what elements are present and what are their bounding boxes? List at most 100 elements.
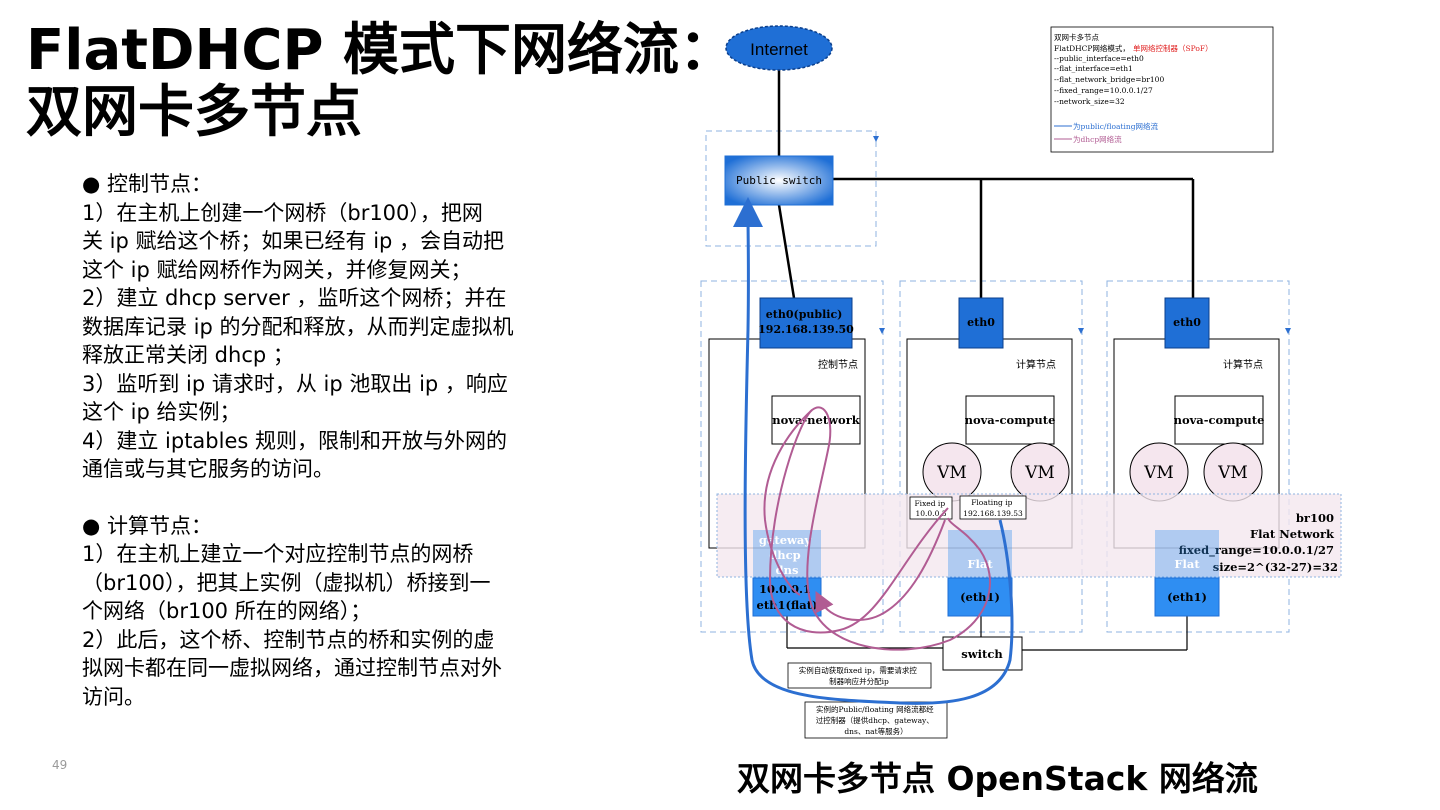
compute1-eth0 — [958, 297, 1004, 349]
body-line: 这个 ip 赋给网桥作为网关，并修复网关； — [82, 257, 472, 282]
config-line: 双网卡多节点 — [1054, 32, 1099, 42]
public-switch-area — [705, 130, 877, 247]
floating-ip-box — [959, 495, 1027, 520]
svg-text:实例自动获取fixed ip，需要请求控 制器响应并: 实例自动获取fixed ip，需要请求控 制器响应并分配ip — [799, 665, 919, 686]
compute-node-1-area — [899, 280, 1083, 633]
compute1-flat-label: Flat — [967, 557, 993, 571]
body-line: 4）建立 iptables 规则，限制和开放与外网的 — [82, 428, 508, 453]
floating-ip-value: 192.168.139.53 — [963, 509, 1023, 518]
br100-label: br100 — [1296, 511, 1334, 525]
nova-compute-2-box — [1174, 395, 1264, 445]
compute2-flat-label: Flat — [1174, 557, 1200, 571]
compute1-node-label: 计算节点 — [1016, 358, 1056, 371]
compute2-node-label: 计算节点 — [1223, 358, 1263, 371]
legend-blue-label: 为public/floating网络流 — [1073, 121, 1158, 131]
br100-bridge-band — [716, 493, 1342, 578]
body-line: 2）建立 dhcp server ，监听这个网桥；并在 — [82, 286, 507, 310]
svg-text:Floating ip 192.168.139.53: Floating ip 192.168.139.53 — [963, 498, 1023, 518]
internet-label: Internet — [750, 40, 808, 59]
svg-text:实例的Public/floating 网络流都经 过: 实例的Public/floating 网络流都经 过控制器（提供dhcp、gat… — [816, 704, 936, 736]
public-switch — [724, 155, 834, 206]
control-eth0 — [759, 297, 853, 349]
body-line: 这个 ip 给实例； — [82, 400, 241, 424]
compute1-eth0-label: eth0 — [967, 316, 995, 329]
fixed-ip-box — [909, 496, 953, 520]
dhcp-flow-curves — [763, 406, 991, 651]
body-line: 数据库记录 ip 的分配和释放，从而判定虚拟机 — [82, 314, 514, 339]
nova-compute-1-box — [965, 395, 1055, 445]
config-line: FlatDHCP网络模式， — [1054, 43, 1130, 53]
network-links — [777, 70, 1195, 299]
svg-text:eth0(public) 192.168.139.5: eth0(public) 192.168.139.50 — [758, 308, 854, 336]
dhcp-label: dhcp — [769, 548, 800, 562]
control-node-label: 控制节点 — [818, 358, 858, 371]
vm-label: VM — [1143, 463, 1174, 483]
body-line: 通信或与其它服务的访问。 — [82, 457, 334, 481]
body-line: 访问。 — [82, 684, 145, 709]
nova-network-box — [771, 395, 861, 445]
bullet-icon: ● — [82, 513, 107, 538]
diagram-caption: 双网卡多节点 OpenStack 网络流 — [737, 759, 1258, 798]
control-eth1-ip: 10.0.0.1 — [759, 582, 811, 596]
svg-text:双网卡多节点 FlatDHCP网络模式，: 双网卡多节点 FlatDHCP网络模式， --public_interface=… — [1054, 32, 1167, 106]
config-line: --public_interface=eth0 — [1054, 54, 1144, 63]
compute2-eth1 — [1154, 577, 1220, 617]
legend-pink-label: 为dhcp网络流 — [1073, 134, 1122, 144]
title-line-1: FlatDHCP 模式下网络流： — [26, 18, 735, 83]
vm-label: VM — [936, 463, 967, 483]
dns-label: dns — [776, 563, 799, 577]
control-eth0-label: eth0(public) — [766, 308, 843, 321]
public-switch-label: Public switch — [736, 174, 822, 187]
bullet-icon: ● — [82, 172, 107, 196]
compute1-eth1-label: (eth1) — [960, 590, 1000, 604]
control-heading: ● 控制节点： — [82, 172, 212, 196]
body-line: 1）在主机上创建一个网桥（br100），把网 — [82, 200, 483, 225]
compute1-flat-box — [948, 530, 1012, 578]
title-line-2: 双网卡多节点 — [26, 80, 362, 145]
nova-compute-2-label: nova-compute — [1174, 413, 1265, 427]
config-line: --fixed_range=10.0.0.1/27 — [1054, 86, 1153, 95]
svg-text:br100 Flat Network fix: br100 Flat Network fixed_range=10.0.0.1/… — [1179, 511, 1338, 574]
page-number: 49 — [52, 758, 68, 772]
compute2-flat-box — [1155, 530, 1219, 578]
vm-label: VM — [1217, 463, 1248, 483]
control-eth0-ip: 192.168.139.50 — [758, 323, 854, 336]
config-box: 双网卡多节点 FlatDHCP网络模式， --public_interface=… — [1050, 26, 1274, 153]
dashed-arrow-marks — [873, 136, 1291, 334]
compute2-eth0-label: eth0 — [1173, 316, 1201, 329]
dhcp-flow-note-line: 制器响应并分配ip — [829, 676, 889, 686]
fixed-ip-value: 10.0.0.3 — [915, 509, 946, 518]
nova-compute-1-label: nova-compute — [965, 413, 1056, 427]
control-eth1-label: eth1(flat) — [757, 598, 818, 612]
fixed-ip-label: Fixed ip — [914, 499, 945, 508]
fixed-range-label: fixed_range=10.0.0.1/27 — [1179, 543, 1334, 558]
public-flow-note-line: 实例的Public/floating 网络流都经 — [816, 704, 934, 714]
body-line: 3）监听到 ip 请求时，从 ip 池取出 ip ，响应 — [82, 371, 508, 396]
config-line: --flat_interface=eth1 — [1054, 64, 1133, 73]
body-line: 释放正常关闭 dhcp ； — [82, 343, 294, 367]
config-line: --flat_network_bridge=br100 — [1054, 75, 1164, 84]
public-flow-note-line: dns、nat等服务） — [844, 726, 907, 736]
flat-switch-label: switch — [961, 647, 1003, 661]
svg-text:Fixed ip 10.0.0.3: Fixed ip 10.0.0.3 — [914, 499, 947, 518]
body-line: 个网络（br100 所在的网络）； — [82, 599, 372, 623]
body-line: 拟网卡都在同一虚拟网络，通过控制节点对外 — [82, 656, 502, 680]
body-line: 2）此后，这个桥、控制节点的桥和实例的虚 — [82, 627, 495, 652]
internet-cloud: Internet — [725, 25, 833, 71]
compute1-eth1 — [947, 577, 1013, 617]
compute-node-2-area — [1106, 280, 1290, 633]
compute2-eth1-label: (eth1) — [1167, 590, 1207, 604]
spof-note: 单网络控制器（SPoF） — [1133, 43, 1213, 53]
slide-title: FlatDHCP 模式下网络流： 双网卡多节点 — [26, 20, 735, 144]
vm-label: VM — [1024, 463, 1055, 483]
body-line: 关 ip 赋给这个桥；如果已经有 ip ，会自动把 — [82, 229, 505, 253]
network-size-label: size=2^(32-27)=32 — [1213, 560, 1338, 574]
public-flow-note-box — [804, 701, 948, 739]
flat-network-label: Flat Network — [1250, 527, 1335, 541]
body-line: （br100），把其上实例（虚拟机）桥接到一 — [82, 570, 491, 595]
body-line: 1）在主机上建立一个对应控制节点的网桥 — [82, 542, 474, 566]
config-line: --network_size=32 — [1054, 97, 1125, 106]
dhcp-flow-note-line: 实例自动获取fixed ip，需要请求控 — [799, 665, 918, 675]
nova-network-label: nova-network — [772, 413, 861, 427]
